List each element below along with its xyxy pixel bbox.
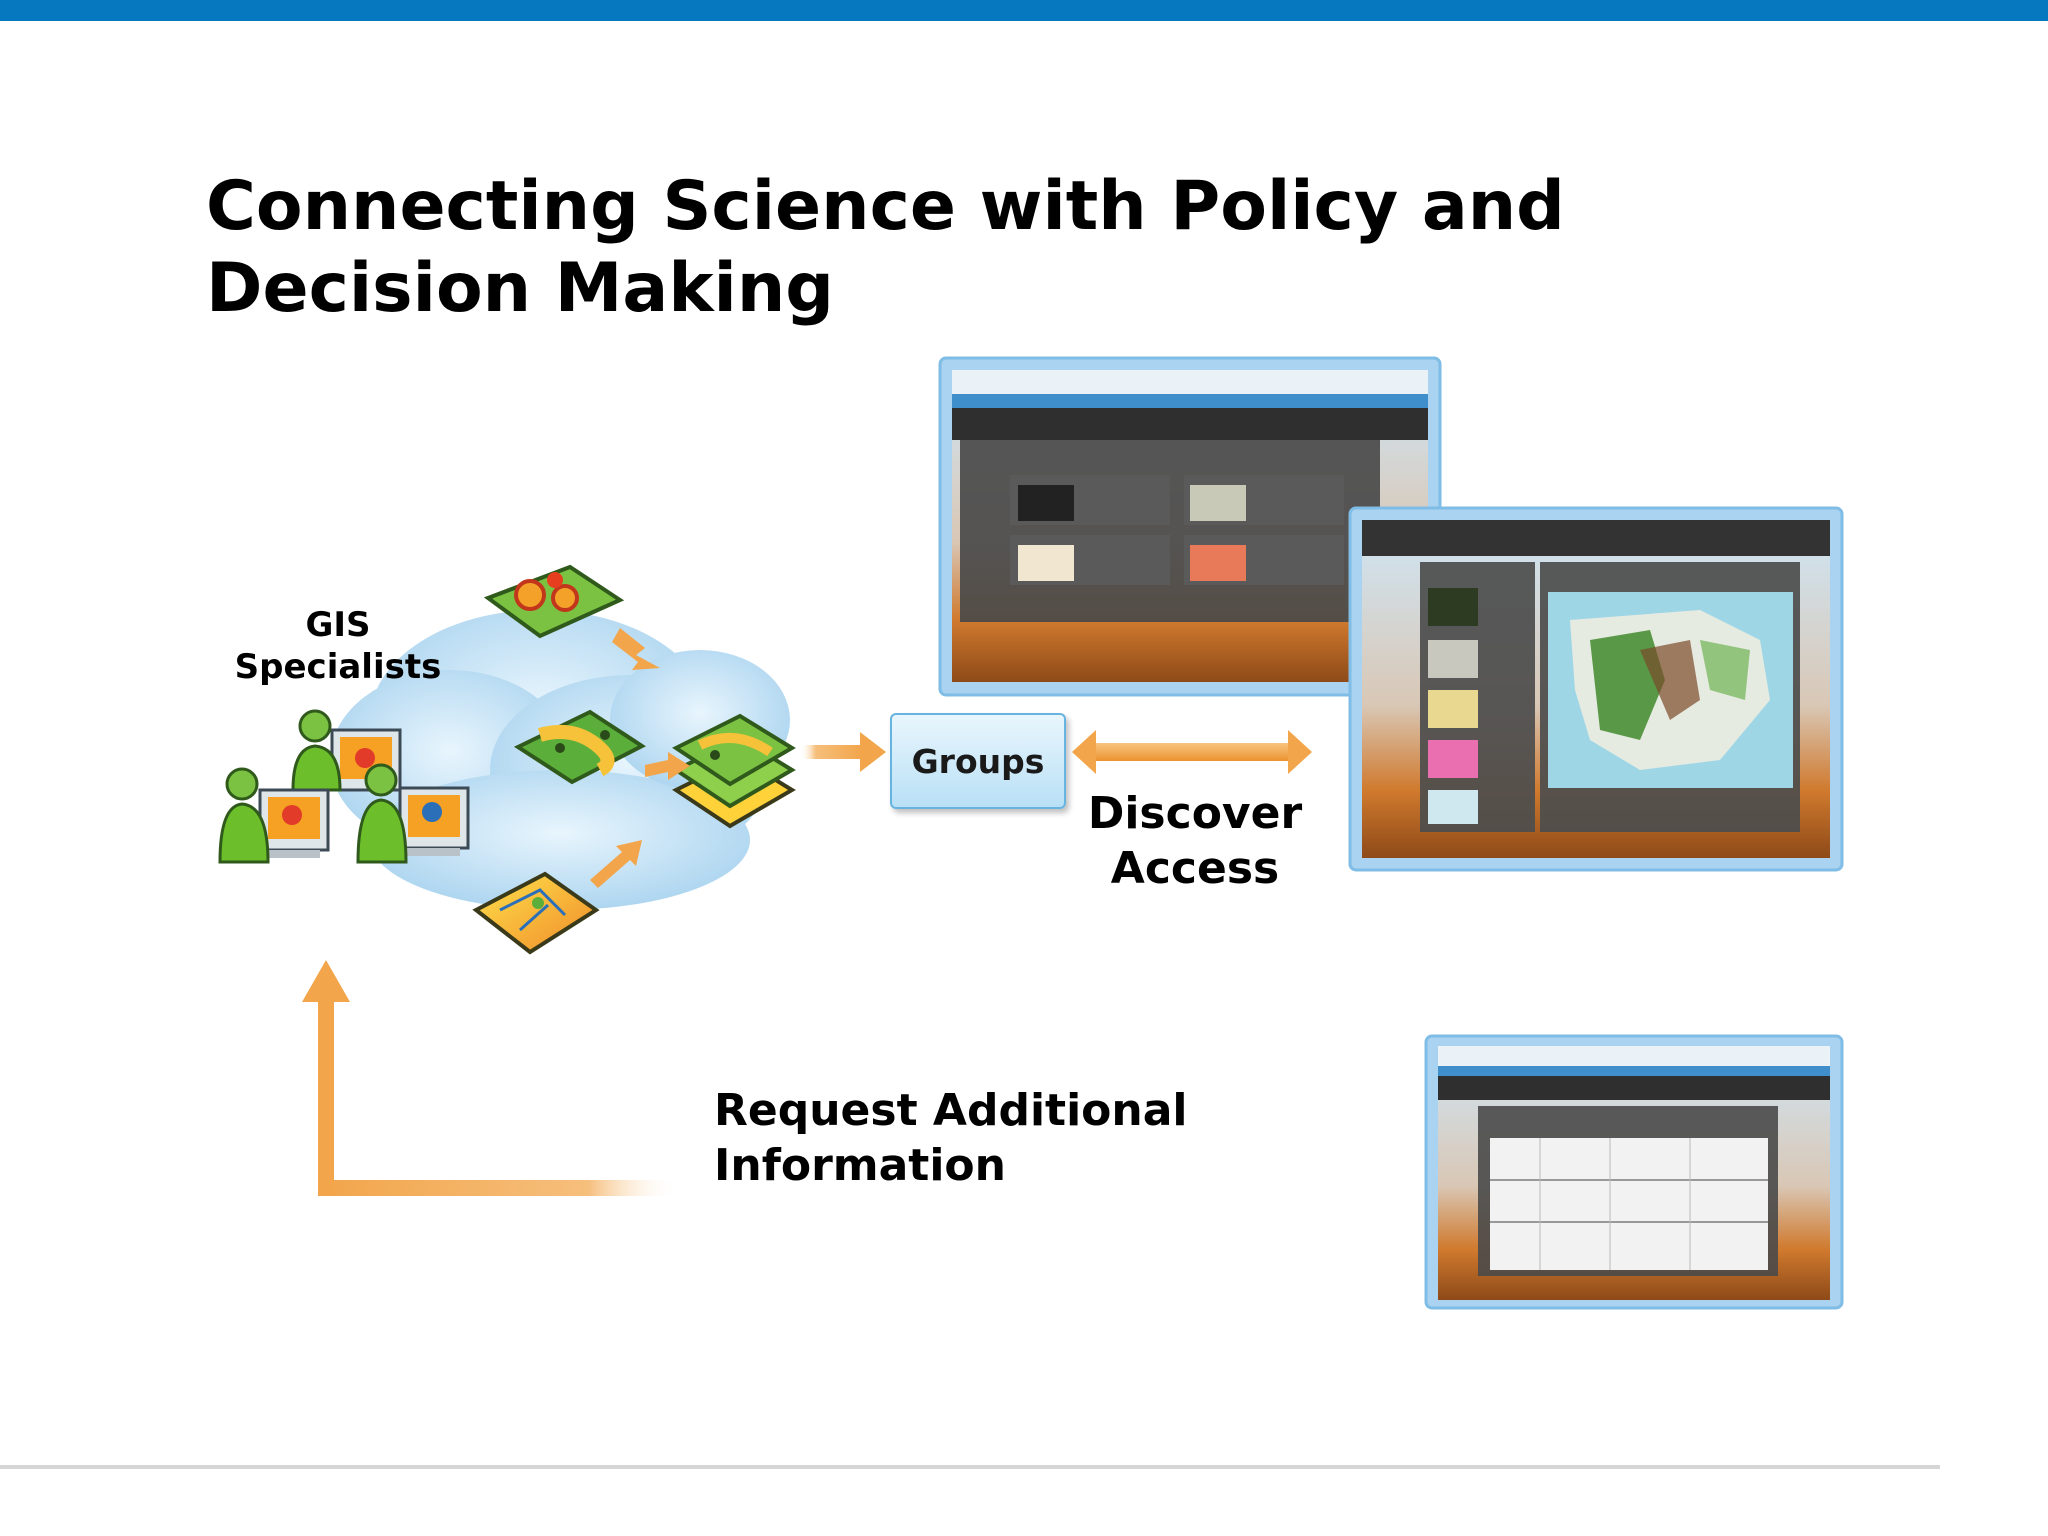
discover-label: Discover [1087,788,1303,839]
gis-label-line1: GIS [305,605,371,645]
map-layer-icon [483,564,625,639]
request-return-arrow [302,960,678,1196]
arrow-to-groups [800,732,886,772]
slide-title-line2: Decision Making [206,249,834,328]
discover-access-label: Discover Access [1050,786,1340,896]
request-info-label: Request Additional Information [714,1083,1314,1193]
map-layer-icon [672,713,796,829]
request-label-line1: Request Additional [714,1085,1188,1136]
map-layer-icon [513,709,646,785]
gis-specialists-icon [218,709,470,864]
gis-specialists-label: GIS Specialists [220,604,456,688]
request-label-line2: Information [714,1140,1006,1191]
groups-box: Groups [890,713,1066,809]
discover-access-arrow [1072,730,1312,774]
web-map-screenshot [1348,506,1844,872]
slide-title-line1: Connecting Science with Policy and [206,167,1565,246]
access-label: Access [1110,843,1280,894]
cloud-arrows [590,628,690,888]
top-accent-bar [0,0,2048,21]
map-layer-icon [472,871,600,955]
table-screenshot [1424,1034,1844,1310]
bottom-divider [0,1465,1940,1469]
gallery-screenshot [938,356,1442,697]
gis-label-line2: Specialists [234,647,442,687]
groups-label: Groups [911,741,1045,781]
slide-title: Connecting Science with Policy and Decis… [206,166,1706,330]
